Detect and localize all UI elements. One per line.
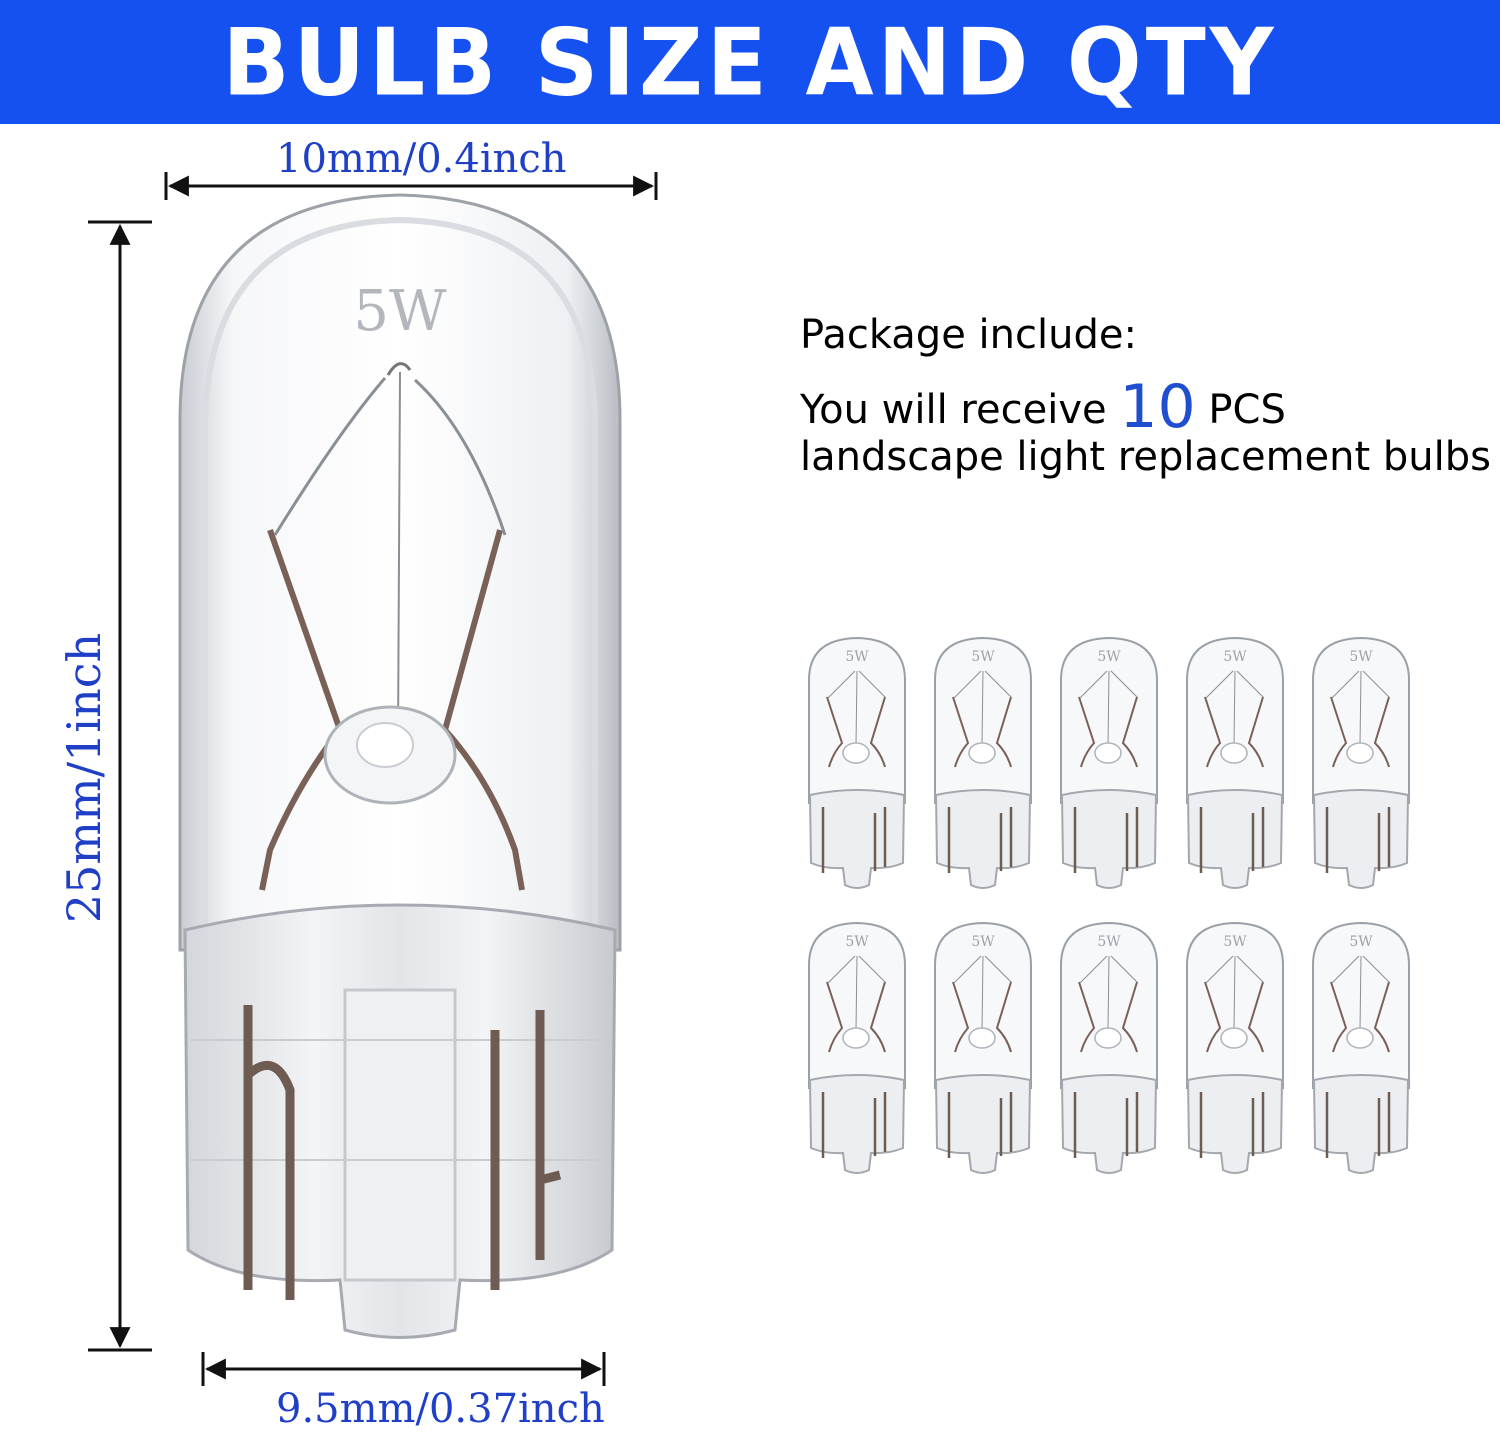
bulb-thumbnail: 5W xyxy=(1309,635,1413,893)
thumbnail-wattage-text: 5W xyxy=(971,934,995,950)
bottom-width-label: 9.5mm/0.37inch xyxy=(276,1386,605,1432)
top-width-label: 10mm/0.4inch xyxy=(276,136,567,182)
bulb-thumbnail: 5W xyxy=(931,635,1035,893)
thumbnail-wattage-text: 5W xyxy=(1223,649,1247,665)
package-heading: Package include: xyxy=(800,312,1137,358)
package-line1: You will receive 10 PCS xyxy=(800,372,1286,442)
thumbnail-wattage-text: 5W xyxy=(1349,649,1373,665)
quantity-value: 10 xyxy=(1119,372,1196,442)
thumbnail-wattage-text: 5W xyxy=(971,649,995,665)
thumbnail-wattage-text: 5W xyxy=(1223,934,1247,950)
bulb-thumbnail: 5W xyxy=(1057,635,1161,893)
thumbnail-wattage-text: 5W xyxy=(1097,934,1121,950)
thumbnail-wattage-text: 5W xyxy=(1349,934,1373,950)
bulb-thumbnail: 5W xyxy=(1183,920,1287,1178)
bulb-glass xyxy=(178,193,622,952)
package-line1-prefix: You will receive xyxy=(800,387,1120,433)
bulb-thumbnail: 5W xyxy=(805,635,909,893)
package-line1-suffix: PCS xyxy=(1195,387,1286,433)
bulb-thumbnail: 5W xyxy=(1309,920,1413,1178)
bulb-thumbnail: 5W xyxy=(931,920,1035,1178)
header-banner: BULB SIZE AND QTY xyxy=(0,0,1500,124)
bulb-thumbnail: 5W xyxy=(805,920,909,1178)
package-line2: landscape light replacement bulbs xyxy=(800,434,1491,480)
thumbnail-wattage-text: 5W xyxy=(845,649,869,665)
bulb-thumbnail: 5W xyxy=(1183,635,1287,893)
bulb-wattage-text: 5W xyxy=(353,279,447,344)
bulb-thumbnail: 5W xyxy=(1057,920,1161,1178)
thumbnail-wattage-text: 5W xyxy=(845,934,869,950)
banner-title: BULB SIZE AND QTY xyxy=(222,7,1278,117)
thumbnail-wattage-text: 5W xyxy=(1097,649,1121,665)
